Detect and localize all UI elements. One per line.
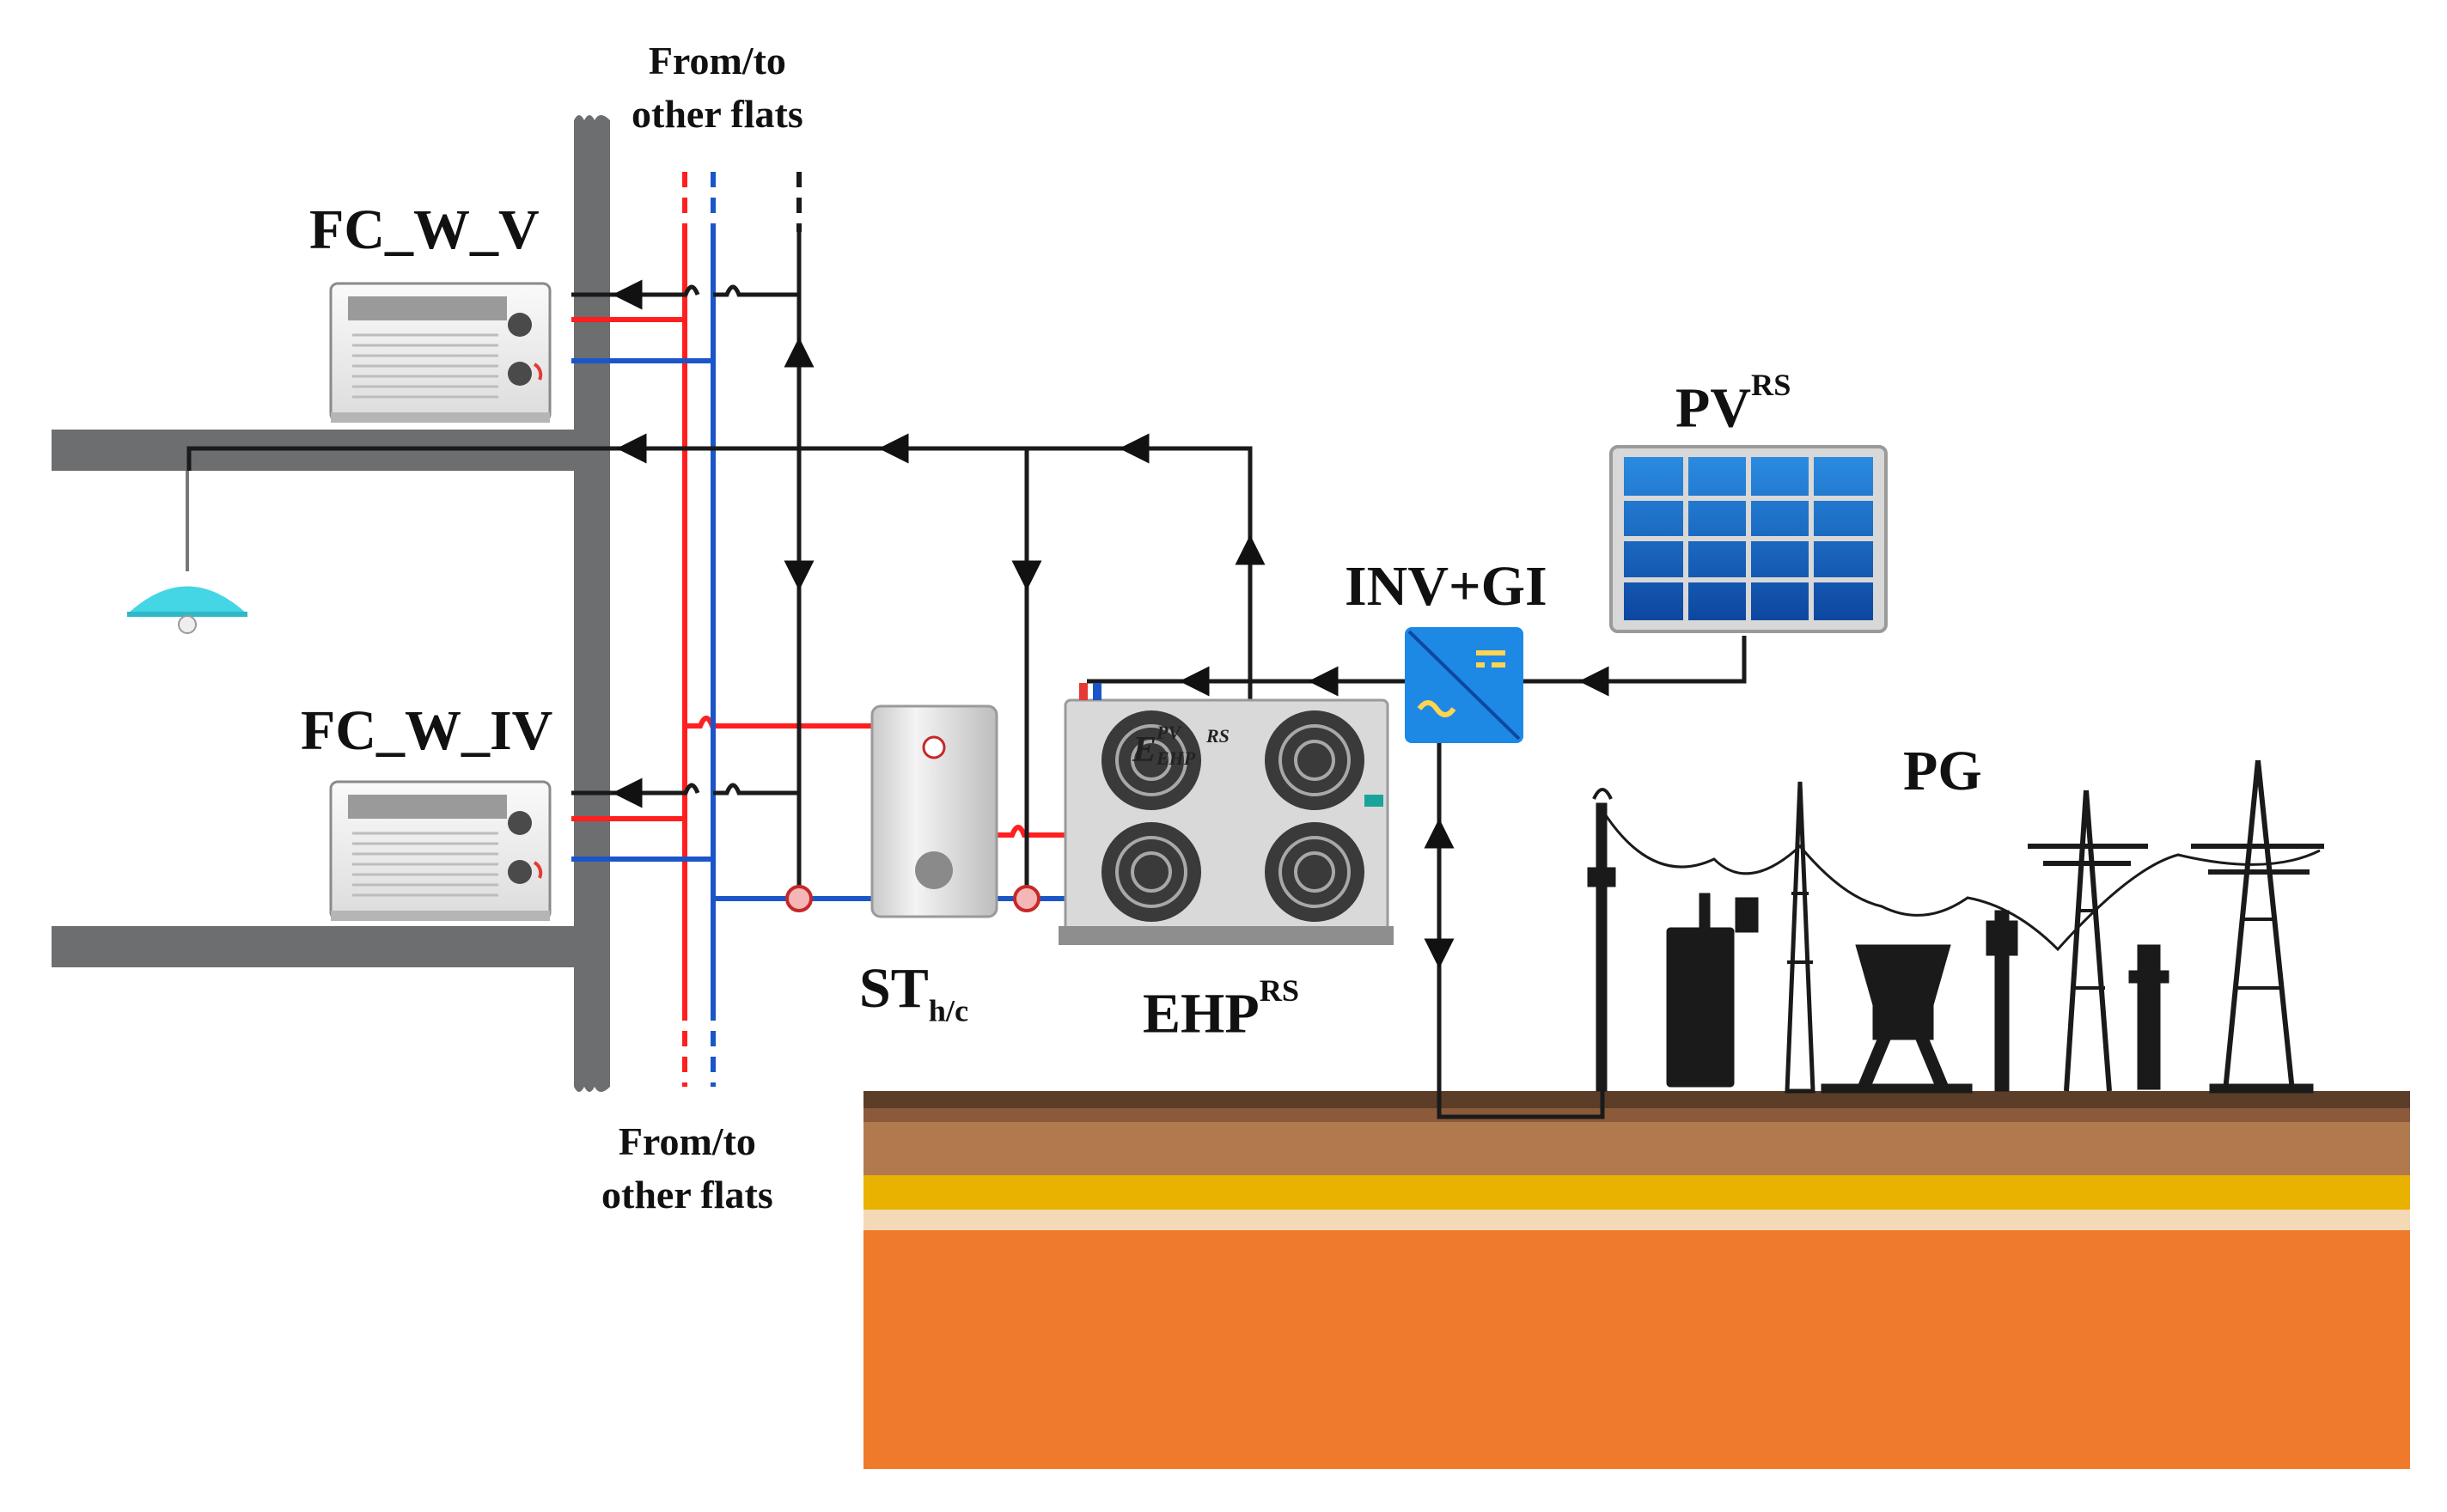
building-wall — [52, 115, 610, 1092]
energy-overlay-sub-bottom: EHP — [1156, 747, 1196, 769]
riser-dashes — [682, 172, 802, 1087]
power-grid-icon — [1587, 759, 2324, 1094]
ground — [863, 1091, 2410, 1469]
grid-label: PG — [1903, 740, 1982, 802]
storage-label: STh/c — [859, 960, 968, 1027]
flats-label-top-line2: other flats — [632, 92, 803, 137]
energy-overlay-sup: RS — [1206, 725, 1230, 747]
fan-coil-lower-unit — [329, 780, 552, 921]
energy-overlay-sub-top: PV — [1156, 722, 1181, 743]
fan-coil-upper-label: FC_W_V — [309, 198, 540, 261]
circulation-pump-right — [1013, 885, 1040, 912]
fan-coil-upper-unit — [329, 282, 552, 423]
lower-floor-slab — [52, 926, 576, 967]
pv-label-main: PV — [1675, 376, 1751, 440]
heat-pump-label: EHPRS — [1143, 975, 1299, 1042]
heat-pump-label-sup: RS — [1259, 973, 1300, 1008]
fan-coil-lower-label: FC_W_IV — [301, 699, 553, 762]
storage-label-sub: h/c — [928, 993, 969, 1028]
solar-panel-icon — [1609, 445, 1888, 633]
pv-label-sup: RS — [1750, 368, 1791, 402]
inverter-label: INV+GI — [1345, 555, 1547, 618]
flats-label-top: From/to other flats — [632, 34, 803, 141]
storage-label-main: ST — [859, 957, 929, 1020]
flats-label-bottom: From/to other flats — [601, 1115, 773, 1222]
ceiling-lamp-icon — [127, 471, 247, 634]
flats-label-bottom-line1: From/to — [618, 1119, 756, 1163]
flats-label-bottom-line2: other flats — [601, 1173, 773, 1217]
circulation-pump-left — [785, 885, 813, 912]
storage-tank-icon — [870, 704, 998, 918]
energy-overlay-main: E — [1132, 730, 1157, 770]
heat-pump-label-main: EHP — [1143, 982, 1260, 1046]
inverter-icon — [1405, 627, 1523, 743]
heat-pump-unit — [1059, 683, 1394, 945]
pv-label: PVRS — [1675, 369, 1791, 436]
energy-overlay-label: E PV EHP RS — [1132, 723, 1230, 770]
flats-label-top-line1: From/to — [648, 39, 786, 82]
